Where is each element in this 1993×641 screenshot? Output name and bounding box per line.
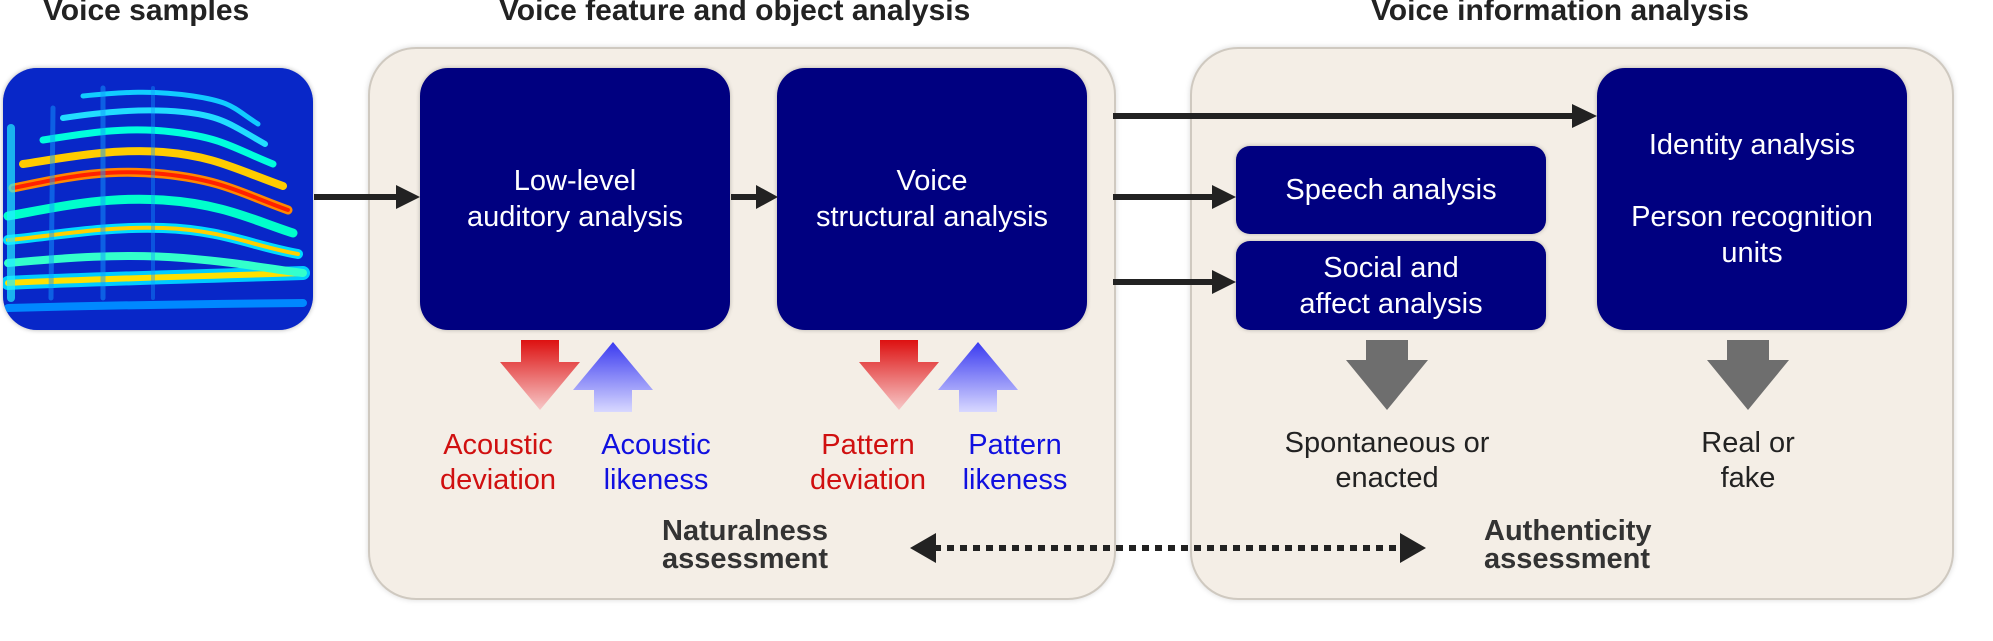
identity-analysis-box: Identity analysis Person recognition uni… (1597, 68, 1907, 330)
voice-samples-title: Voice samples (43, 0, 250, 27)
feature-analysis-title: Voice feature and object analysis (499, 0, 971, 27)
acoustic-deviation-label: Acoustic deviation (439, 429, 557, 496)
acoustic-likeness-label: Acoustic likeness (601, 429, 711, 496)
social-output-arrow (1346, 340, 1428, 410)
flow-arrow-to-social (1113, 270, 1236, 294)
naturalness-assessment-label: Naturalness assessment (662, 515, 829, 575)
acoustic-deviation-arrow (500, 340, 580, 410)
speech-analysis-label: Speech analysis (1285, 174, 1497, 206)
low-level-auditory-analysis-box: Low-level auditory analysis (420, 68, 730, 330)
spectrogram-image (3, 68, 313, 330)
authenticity-assessment-label: Authenticity assessment (1484, 515, 1652, 575)
pattern-likeness-label: Pattern likeness (962, 429, 1068, 496)
flow-arrow-samples-to-lowlevel (314, 185, 420, 209)
flow-arrow-lowlevel-to-structural (731, 185, 778, 209)
pattern-deviation-arrow (859, 340, 939, 410)
naturalness-authenticity-double-arrow (910, 533, 1426, 563)
social-affect-analysis-label: Social and affect analysis (1299, 251, 1483, 320)
low-level-auditory-analysis-label: Low-level auditory analysis (467, 165, 683, 233)
flow-arrow-to-speech (1113, 185, 1236, 209)
spontaneous-or-enacted-label: Spontaneous or enacted (1284, 427, 1490, 494)
identity-analysis-label: Identity analysis Person recognition uni… (1631, 129, 1873, 269)
social-affect-analysis-box: Social and affect analysis (1236, 241, 1546, 330)
speech-analysis-box: Speech analysis (1236, 146, 1546, 234)
voice-structural-analysis-label: Voice structural analysis (815, 165, 1049, 233)
pattern-deviation-label: Pattern deviation (809, 429, 927, 496)
real-or-fake-label: Real or fake (1701, 427, 1795, 494)
flow-arrow-to-identity (1113, 104, 1597, 128)
voice-structural-analysis-box: Voice structural analysis (777, 68, 1087, 330)
information-analysis-title: Voice information analysis (1371, 0, 1749, 27)
acoustic-likeness-arrow (573, 342, 653, 412)
pattern-likeness-arrow (938, 342, 1018, 412)
identity-output-arrow (1707, 340, 1789, 410)
